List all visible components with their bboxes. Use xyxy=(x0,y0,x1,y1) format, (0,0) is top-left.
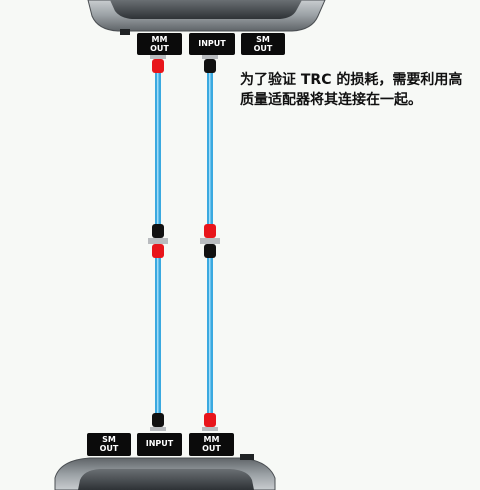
cable-right-upper-highlight xyxy=(209,72,211,232)
cable-left xyxy=(155,72,161,418)
bottom-port-sm-out: SM OUT xyxy=(87,433,131,456)
connector-top-left-boot xyxy=(152,59,164,73)
connector-top-right-ferrule xyxy=(202,55,218,59)
top-port-input: INPUT xyxy=(189,33,235,55)
bottom-device xyxy=(54,454,276,490)
bottom-device-foot xyxy=(240,454,254,460)
connector-bottom-left xyxy=(150,413,166,431)
top-device-foot xyxy=(120,29,130,35)
top-port-mm-out: MM OUT xyxy=(137,33,182,55)
connector-top-right xyxy=(202,55,218,73)
adapter-left-upper-boot xyxy=(152,224,164,238)
cable-left-lower-highlight xyxy=(157,258,159,418)
adapter-left-lower-boot xyxy=(152,244,164,258)
bottom-port-input: INPUT xyxy=(137,433,182,456)
top-port-sm-out: SM OUT xyxy=(241,33,285,55)
adapter-left-sleeve xyxy=(148,238,168,244)
cable-right-lower-highlight xyxy=(209,258,211,418)
top-device-screen xyxy=(110,0,302,19)
caption-text: 为了验证 TRC 的损耗，需要利用高质量适配器将其连接在一起。 xyxy=(240,72,463,108)
connector-bottom-right-ferrule xyxy=(202,427,218,431)
connector-bottom-right xyxy=(202,413,218,431)
connector-bottom-left-ferrule xyxy=(150,427,166,431)
adapter-left xyxy=(148,224,168,258)
adapter-right-sleeve xyxy=(200,238,220,244)
adapter-right xyxy=(200,224,220,258)
adapter-right-lower-boot xyxy=(204,244,216,258)
adapter-right-upper-boot xyxy=(204,224,216,238)
bottom-device-screen xyxy=(78,469,254,490)
connector-top-left-ferrule xyxy=(150,55,166,59)
connector-bottom-left-boot xyxy=(152,413,164,427)
bottom-port-mm-out: MM OUT xyxy=(189,433,234,456)
cable-right xyxy=(207,72,213,418)
connector-top-left xyxy=(150,55,166,73)
cable-left-upper-highlight xyxy=(157,72,159,232)
connector-top-right-boot xyxy=(204,59,216,73)
top-device xyxy=(87,0,326,35)
connector-bottom-right-boot xyxy=(204,413,216,427)
